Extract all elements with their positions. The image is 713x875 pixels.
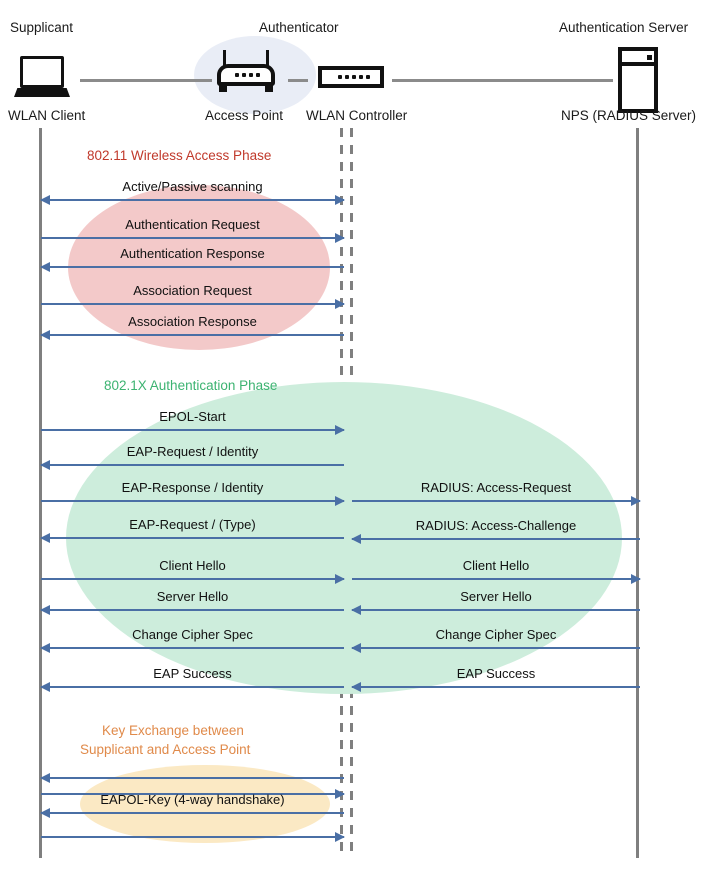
message-label: EPOL-Start [159, 409, 226, 424]
message-label: Change Cipher Spec [132, 627, 253, 642]
wlan-controller-icon [318, 66, 384, 92]
message-label: Client Hello [462, 558, 530, 573]
message-label: RADIUS: Access-Challenge [415, 518, 577, 533]
message-label: EAP Success [153, 666, 232, 681]
message-label: Server Hello [156, 589, 229, 604]
message-label: EAP-Request / (Type) [129, 517, 256, 532]
lifeline-radius-server [636, 128, 639, 858]
message-label: Change Cipher Spec [435, 627, 557, 642]
message-label: Active/Passive scanning [122, 179, 263, 194]
role-label-authentication-server: Authentication Server [559, 20, 689, 35]
message-label: EAP-Response / Identity [121, 480, 264, 495]
wire-ap-to-controller [288, 79, 308, 82]
lifeline-supplicant [39, 128, 42, 858]
phase-title-key-exchange-line2: Supplicant and Access Point [80, 742, 251, 757]
device-label-nps-radius-server: NPS (RADIUS Server) [561, 108, 697, 123]
role-label-authenticator: Authenticator [259, 20, 339, 35]
phase-title-wireless-access: 802.11 Wireless Access Phase [87, 148, 272, 163]
phase-title-dot1x-authentication: 802.1X Authentication Phase [104, 378, 278, 393]
message-label: EAPOL-Key (4-way handshake) [100, 792, 285, 807]
wire-controller-to-server [392, 79, 613, 82]
device-label-wlan-controller: WLAN Controller [306, 108, 408, 123]
device-label-wlan-client: WLAN Client [8, 108, 86, 123]
role-label-supplicant: Supplicant [10, 20, 74, 35]
message-label: Server Hello [460, 589, 532, 604]
message-label: EAP Success [456, 666, 536, 681]
phase-title-key-exchange-line1: Key Exchange between [102, 723, 244, 738]
message-label: Authentication Request [125, 217, 260, 232]
access-point-icon [217, 50, 275, 94]
laptop-icon [14, 56, 70, 98]
server-icon [618, 47, 658, 113]
message-label: EAP-Request / Identity [126, 444, 259, 459]
message-label: RADIUS: Access-Request [420, 480, 572, 495]
wire-client-to-ap [80, 79, 212, 82]
message-label: Association Response [128, 314, 257, 329]
message-label: Authentication Response [120, 246, 265, 261]
message-label: Association Request [133, 283, 252, 298]
device-label-access-point: Access Point [205, 108, 284, 123]
message-label: Client Hello [159, 558, 226, 573]
